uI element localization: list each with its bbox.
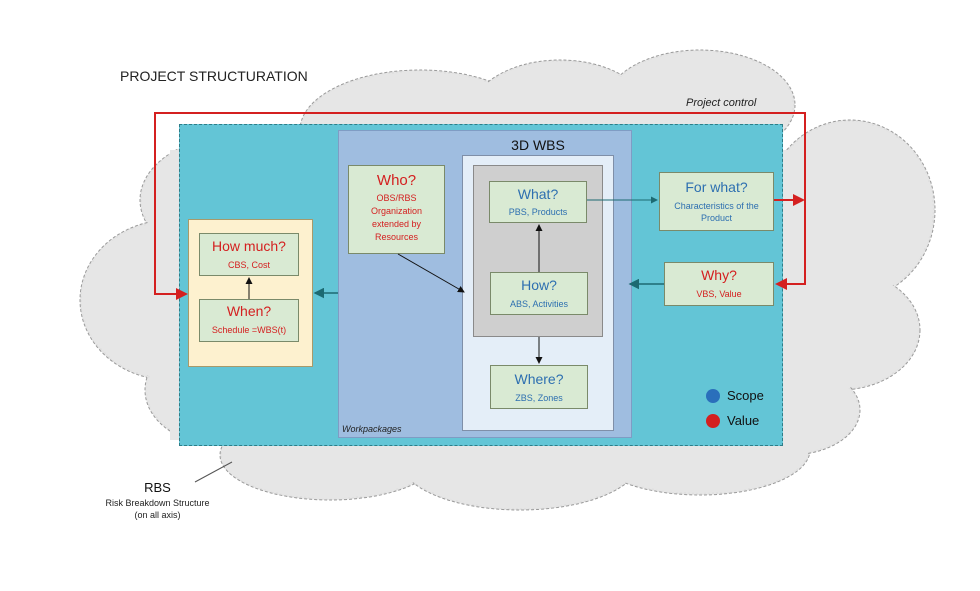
who-sub-line: Resources bbox=[374, 232, 419, 242]
who-sub-line: Organization bbox=[370, 206, 423, 216]
where-title: Where? bbox=[514, 371, 564, 387]
how-much-sub: CBS, Cost bbox=[227, 260, 270, 270]
when-title: When? bbox=[226, 303, 272, 319]
rbs-sub-line: Risk Breakdown Structure bbox=[105, 498, 210, 508]
how-box: How? ABS, Activities bbox=[490, 272, 588, 315]
how-much-title: How much? bbox=[212, 238, 286, 254]
why-box: Why? VBS, Value bbox=[664, 262, 774, 306]
how-sub: ABS, Activities bbox=[509, 299, 569, 309]
wbs3d-title: 3D WBS bbox=[511, 137, 565, 153]
legend-value-label: Value bbox=[727, 413, 760, 428]
what-box: What? PBS, Products bbox=[489, 181, 587, 223]
who-title: Who? bbox=[376, 172, 417, 189]
who-sub-line: OBS/RBS bbox=[376, 193, 417, 203]
for-what-title: For what? bbox=[685, 179, 748, 195]
when-box: When? Schedule =WBS(t) bbox=[199, 299, 299, 342]
who-sub-line: extended by bbox=[371, 219, 422, 229]
when-sub: Schedule =WBS(t) bbox=[211, 325, 287, 335]
rbs-sub-line: (on all axis) bbox=[134, 510, 181, 520]
where-box: Where? ZBS, Zones bbox=[490, 365, 588, 409]
how-much-box: How much? CBS, Cost bbox=[199, 233, 299, 276]
project-control-label: Project control bbox=[686, 97, 757, 109]
legend-value-dot bbox=[706, 414, 720, 428]
where-sub: ZBS, Zones bbox=[515, 393, 563, 403]
why-sub: VBS, Value bbox=[696, 289, 742, 299]
why-title: Why? bbox=[701, 267, 737, 283]
page-title: PROJECT STRUCTURATION bbox=[120, 68, 308, 84]
for-what-sub-line: Characteristics of the bbox=[674, 201, 759, 211]
who-box: Who? OBS/RBS Organization extended by Re… bbox=[348, 165, 445, 254]
what-title: What? bbox=[517, 186, 559, 202]
legend-scope-label: Scope bbox=[727, 388, 764, 403]
workpackages-label: Workpackages bbox=[342, 424, 402, 434]
for-what-box: For what? Characteristics of the Product bbox=[659, 172, 774, 231]
how-title: How? bbox=[521, 277, 557, 293]
for-what-sub-line: Product bbox=[700, 213, 733, 223]
what-sub: PBS, Products bbox=[508, 207, 568, 217]
rbs-title: RBS bbox=[144, 480, 171, 495]
legend-scope-dot bbox=[706, 389, 720, 403]
